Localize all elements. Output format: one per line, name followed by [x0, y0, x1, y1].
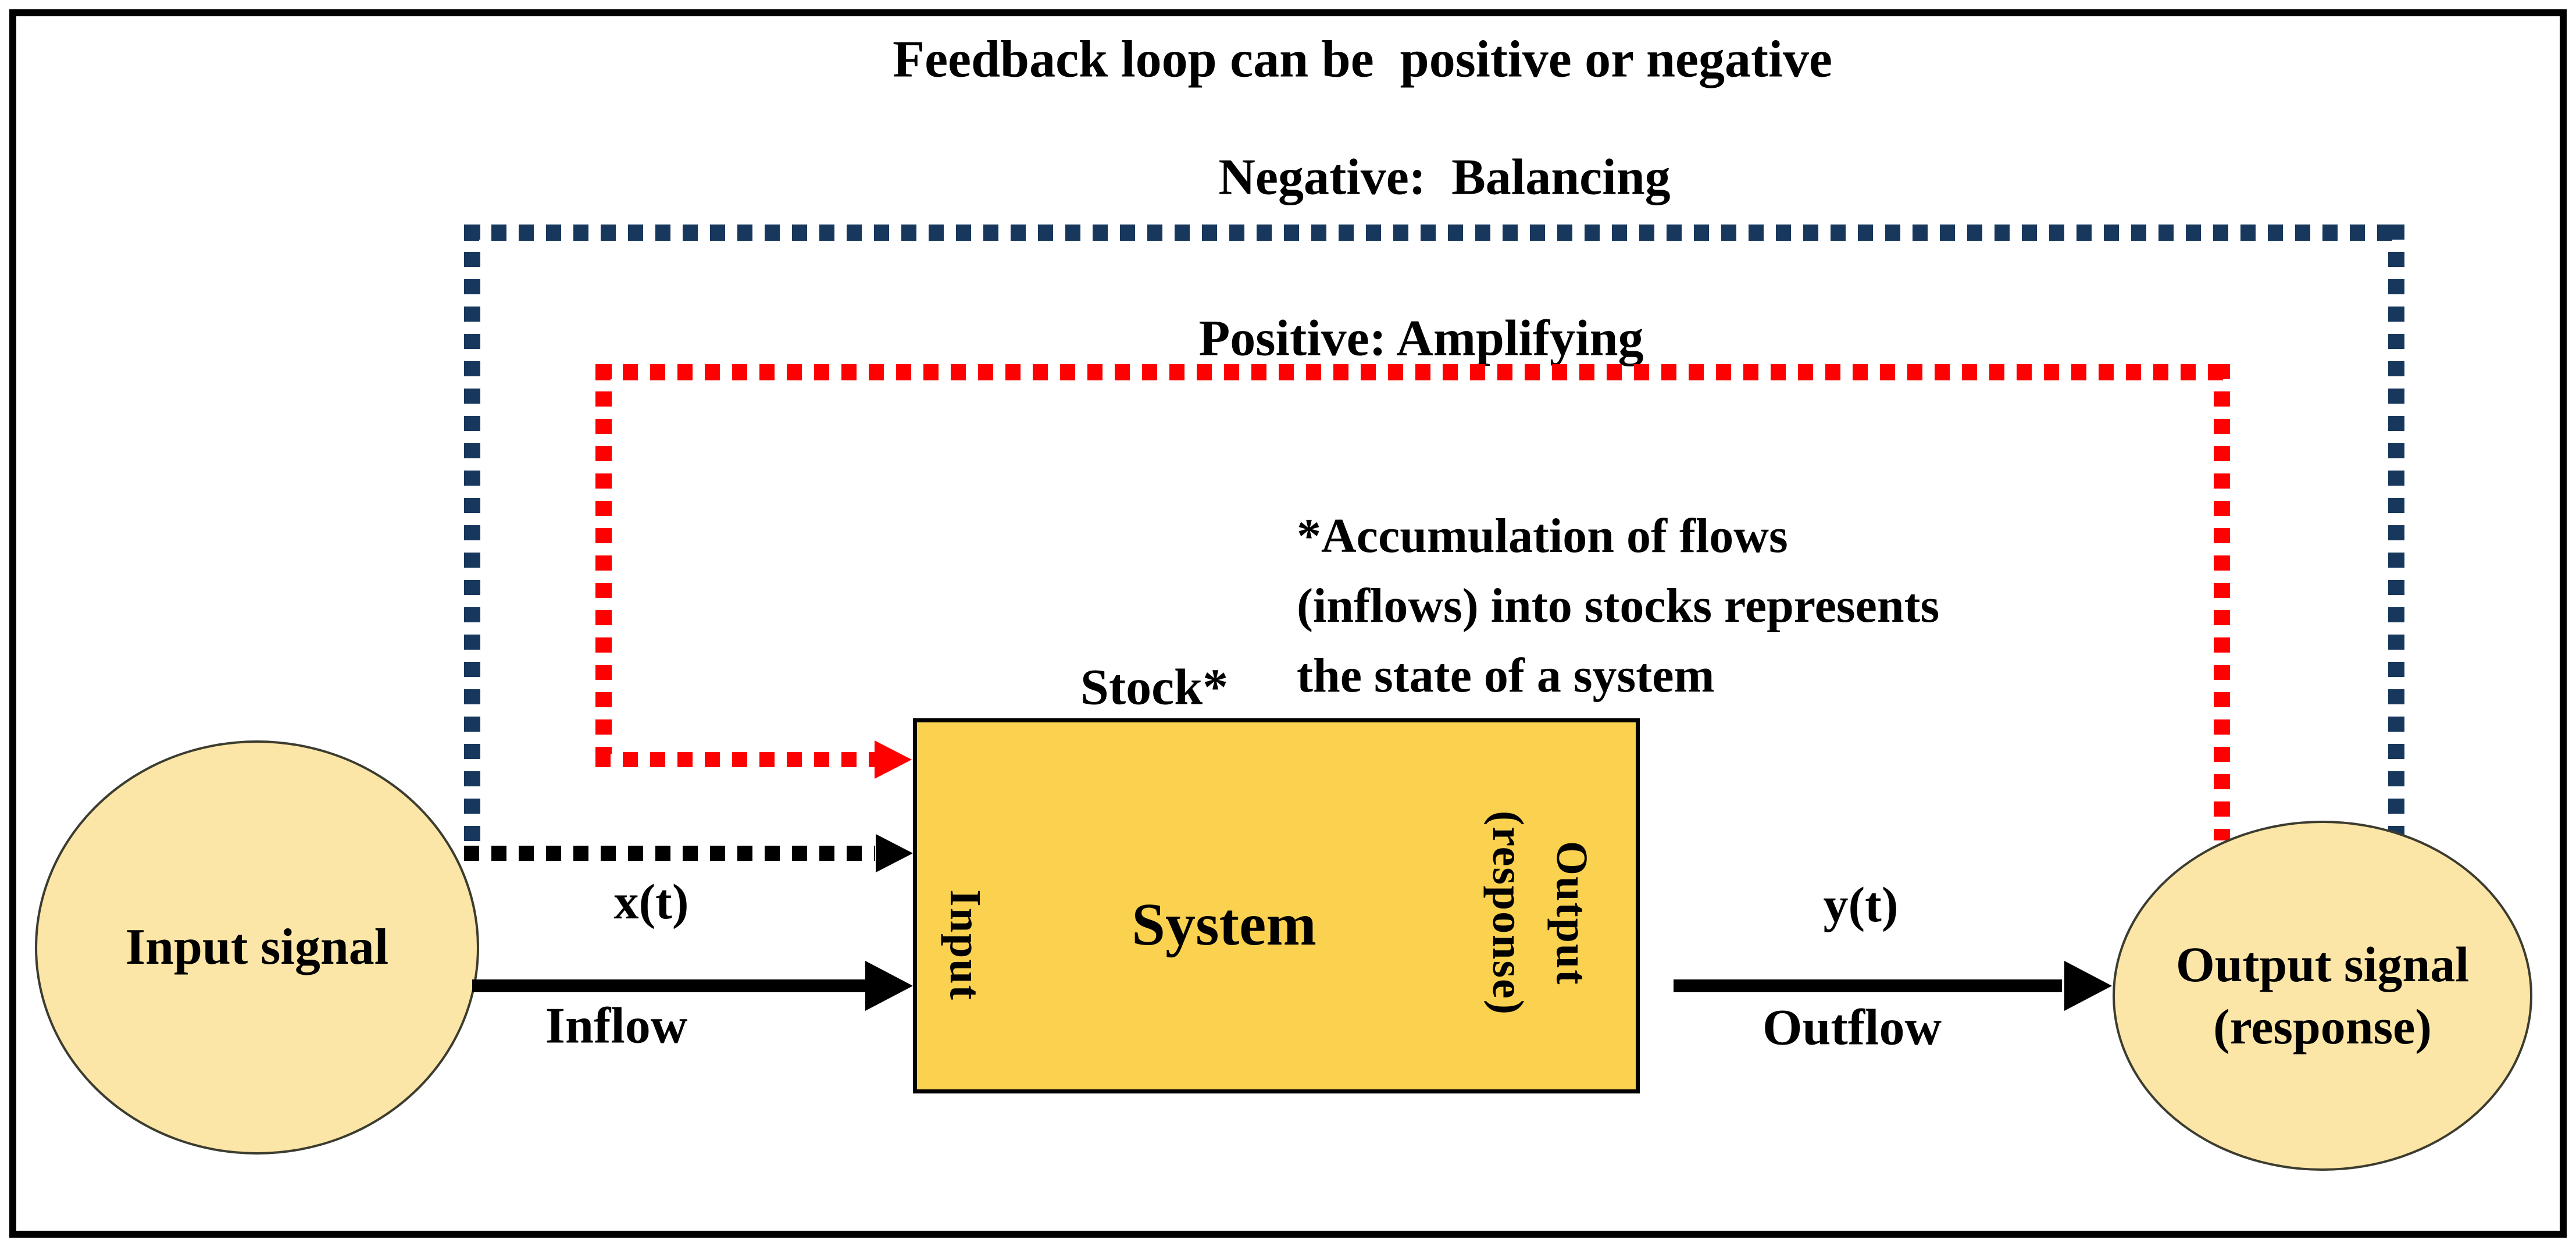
system-input-side-label: Input	[941, 889, 990, 1001]
stock-annotation: *Accumulation of flows (inflows) into st…	[1297, 509, 1940, 703]
outflow-signal-label: y(t)	[1823, 876, 1899, 932]
input-signal-label: Input signal	[125, 919, 389, 975]
positive-loop-right-line	[2214, 364, 2230, 840]
system-box	[913, 718, 1640, 1093]
inflow-arrow-shaft	[472, 979, 875, 992]
positive-loop-left-line	[595, 364, 612, 754]
outflow-arrowhead-icon	[2064, 961, 2112, 1011]
negative-loop-left-line	[464, 225, 480, 842]
stock-label: Stock*	[1080, 659, 1229, 716]
feedback-into-system-line	[464, 846, 875, 861]
feedback-arrowhead-icon	[876, 834, 913, 872]
negative-loop-right-line	[2388, 225, 2404, 855]
inflow-signal-label: x(t)	[613, 873, 689, 929]
positive-arrowhead-icon	[875, 740, 912, 779]
system-output-side-label: Output (response)	[1483, 810, 1597, 1016]
negative-loop-label: Negative: Balancing	[1218, 149, 1671, 206]
inflow-label: Inflow	[545, 997, 688, 1054]
outflow-arrow-shaft	[1674, 979, 2062, 992]
input-signal-node: Input signal	[35, 740, 479, 1155]
outflow-label: Outflow	[1762, 999, 1942, 1056]
positive-loop-top-line	[595, 364, 2230, 380]
output-signal-label: Output signal (response)	[2175, 936, 2470, 1055]
positive-loop-label: Positive: Amplifying	[1198, 310, 1644, 367]
diagram-border	[9, 9, 2567, 1238]
diagram-title: Feedback loop can be positive or negativ…	[893, 30, 1832, 88]
inflow-arrowhead-icon	[865, 961, 913, 1011]
system-box-title: System	[1132, 890, 1316, 958]
positive-loop-bottom-line	[595, 752, 875, 767]
negative-loop-top-line	[464, 225, 2404, 241]
output-signal-node: Output signal (response)	[2113, 821, 2532, 1171]
